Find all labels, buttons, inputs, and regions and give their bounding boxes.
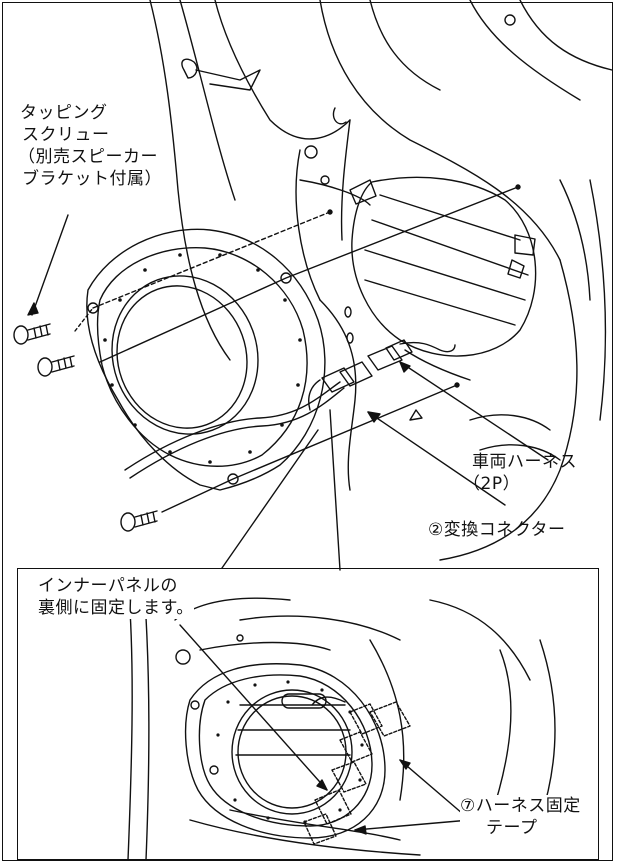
inner-panel-label: インナーパネルの 裏側に固定します。 <box>38 575 194 619</box>
connector-label: ②変換コネクター <box>428 520 566 540</box>
leader-lines <box>27 186 549 571</box>
harness-tape-label: ⑦ハーネス固定 テープ <box>460 795 581 839</box>
vehicle-harness-label: 車両ハーネス （2P） <box>463 452 577 494</box>
tapping-screws <box>13 323 158 532</box>
screw-2-icon <box>37 355 75 377</box>
inset-illustration <box>127 597 556 861</box>
screw-3-icon <box>120 510 158 532</box>
inset-frame <box>17 568 599 860</box>
connectors <box>308 339 456 411</box>
screw-label: タッピング スクリュー （別売スピーカー ブラケット付属） <box>18 103 162 189</box>
screw-1-icon <box>13 323 51 345</box>
door-speaker-hole <box>327 176 537 388</box>
speaker-bracket <box>86 228 345 491</box>
